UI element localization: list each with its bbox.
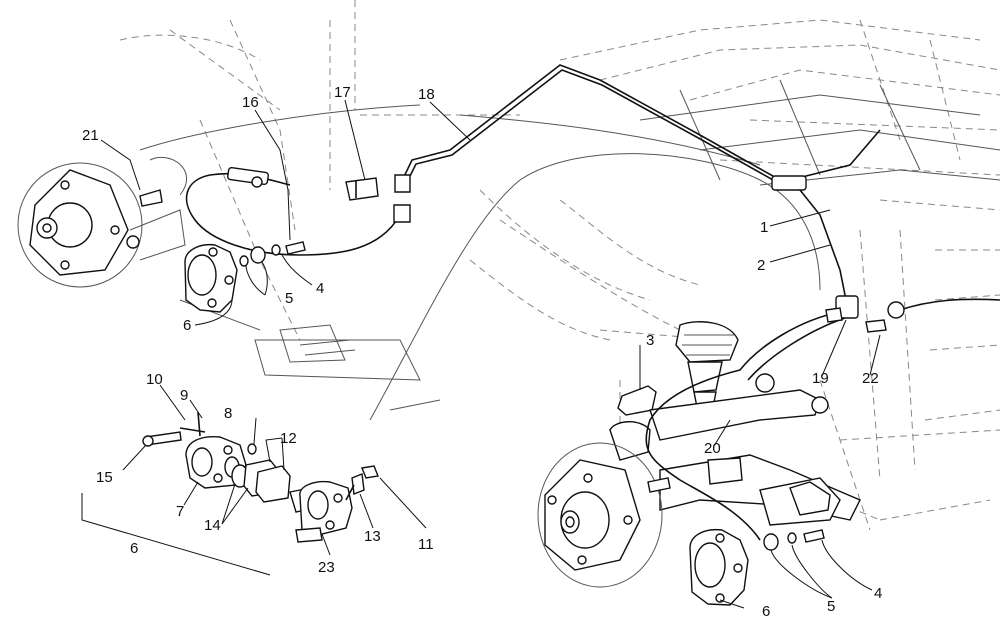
- callout-22: 22: [862, 370, 879, 387]
- vehicle-frame-outline: [119, 0, 1000, 531]
- right-caliper: [689, 528, 749, 606]
- callout-23: 23: [318, 559, 335, 576]
- callout-8: 8: [224, 405, 232, 422]
- callout-labels: 1 2 3 4 4 5 5 6 6 6 7 8 9 10 11 12 13 14…: [82, 84, 882, 620]
- right-brake-disc-assembly: [537, 442, 671, 588]
- callout-6-bottom: 6: [762, 603, 770, 620]
- fender-body-outline: [139, 104, 821, 421]
- callout-17: 17: [334, 84, 351, 101]
- callout-20: 20: [704, 440, 721, 457]
- callout-1: 1: [760, 219, 768, 236]
- callout-21: 21: [82, 127, 99, 144]
- callout-14: 14: [204, 517, 221, 534]
- callout-11: 11: [418, 536, 434, 553]
- callout-4-top: 4: [316, 280, 324, 297]
- rear-swing-arm: [609, 373, 861, 526]
- callout-16: 16: [242, 94, 259, 111]
- callout-19: 19: [812, 370, 829, 387]
- callout-6-exploded: 6: [130, 540, 138, 557]
- left-brake-disc-assembly: [17, 156, 187, 288]
- callout-2: 2: [757, 257, 765, 274]
- callout-12: 12: [280, 430, 297, 447]
- brake-line-main: [399, 64, 881, 301]
- callout-10: 10: [146, 371, 163, 388]
- callout-4-bottom: 4: [874, 585, 882, 602]
- left-brake-hose: [185, 166, 411, 256]
- callout-6-top: 6: [183, 317, 191, 334]
- rear-shock-absorber: [675, 321, 739, 413]
- banjo-bolt-top: [239, 241, 306, 267]
- callout-13: 13: [364, 528, 381, 545]
- callout-3: 3: [646, 332, 654, 349]
- callout-7: 7: [176, 503, 184, 520]
- hose-clip: [345, 177, 379, 201]
- rear-rack-outline: [639, 79, 1000, 186]
- callout-5-top: 5: [285, 290, 293, 307]
- caliper-exploded-view: [81, 411, 379, 576]
- callout-18: 18: [418, 86, 435, 103]
- left-caliper: [184, 243, 238, 313]
- callout-9: 9: [180, 387, 188, 404]
- banjo-bolt-bottom: [763, 529, 825, 551]
- leader-lines: [100, 99, 881, 609]
- callout-15: 15: [96, 469, 113, 486]
- callout-5-bottom: 5: [827, 598, 835, 615]
- right-brake-hose: [645, 295, 1000, 541]
